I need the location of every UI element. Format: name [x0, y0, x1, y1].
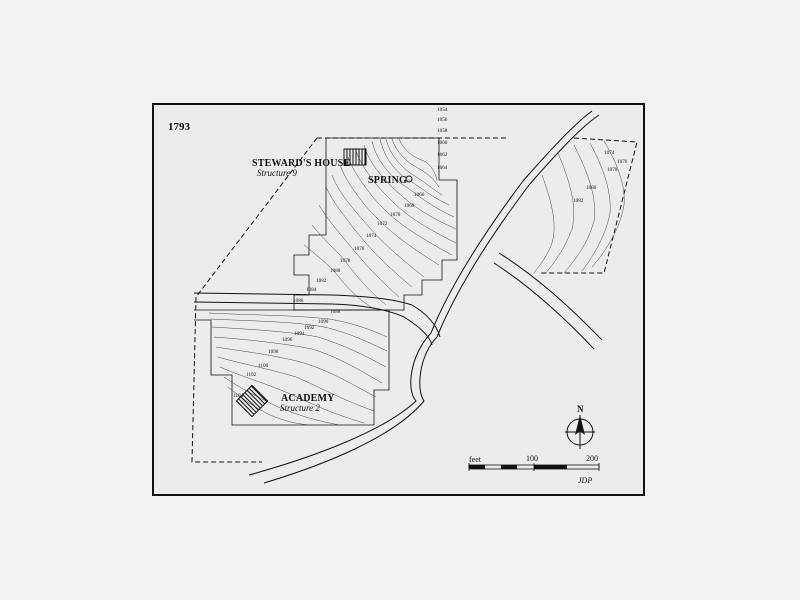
contour-label: 1072	[377, 221, 388, 227]
contour-label: 1054	[437, 107, 448, 113]
contour-label: 1096	[282, 337, 293, 343]
contour-label: 1090	[318, 319, 329, 325]
contour-label: 1076	[354, 246, 365, 252]
scale-tick-100: 100	[526, 454, 538, 463]
contour-label: 1070	[390, 212, 401, 218]
property-boundary-west	[191, 137, 318, 463]
spring-label: SPRING	[368, 175, 407, 186]
contours-east	[533, 140, 625, 274]
contour-labels: 1054 1056 1058 1060 1062 1064 1066 1068 …	[233, 107, 448, 399]
property-boundary-east	[539, 137, 638, 274]
contour-label: 1078	[607, 167, 618, 173]
contour-label: 1064	[437, 165, 448, 171]
contour-label: 1080	[330, 268, 341, 274]
east-contour-labels: 1074 1076 1078 1080 1082	[573, 150, 628, 204]
map-frame: 1793	[152, 103, 645, 496]
contour-label: 1102	[246, 372, 257, 378]
south-survey-area	[194, 309, 390, 426]
academy-label: ACADEMY	[281, 393, 335, 404]
contours-north	[303, 138, 457, 310]
contour-label: 1100	[258, 363, 269, 369]
north-label: N	[577, 404, 584, 414]
contour-label: 1074	[366, 233, 377, 239]
roads	[193, 110, 603, 484]
scale-tick-200: 200	[586, 454, 598, 463]
contour-label: 1094	[294, 331, 305, 337]
map-year: 1793	[168, 121, 191, 133]
contour-label: 1058	[437, 128, 448, 134]
contour-label: 1082	[573, 198, 584, 204]
contour-label: 1076	[617, 159, 628, 165]
contour-label: 1082	[316, 278, 327, 284]
contour-label: 1086	[293, 298, 304, 304]
contours-south	[208, 312, 388, 426]
contour-label: 1060	[437, 140, 448, 146]
scale-unit-label: feet	[469, 455, 482, 464]
stewards-house-structure	[343, 148, 367, 166]
north-survey-area	[293, 137, 458, 311]
contour-label: 1074	[604, 150, 615, 156]
contour-label: 1092	[304, 325, 315, 331]
contour-label: 1098	[268, 349, 279, 355]
scale-bar: feet 100 200 JDP	[468, 454, 600, 485]
site-map: 1793	[168, 107, 638, 485]
contour-label: 1084	[306, 287, 317, 293]
contour-label: 1088	[330, 309, 341, 315]
academy-subtitle: Structure 2	[280, 403, 320, 413]
contour-label: 1068	[404, 203, 415, 209]
map-initials: JDP	[578, 476, 592, 485]
stewards-house-label: STEWARD'S HOUSE	[252, 158, 350, 169]
spring-marker	[405, 175, 413, 183]
stewards-house-subtitle: Structure 9	[257, 168, 297, 178]
contour-label: 1056	[437, 117, 448, 123]
contour-label: 1066	[414, 192, 425, 198]
contour-label: 1062	[437, 152, 448, 158]
contour-label: 1104	[233, 393, 244, 399]
contour-label: 1078	[340, 258, 351, 264]
contour-label: 1080	[586, 185, 597, 191]
north-arrow: N	[565, 404, 595, 449]
academy-structure	[235, 384, 269, 418]
